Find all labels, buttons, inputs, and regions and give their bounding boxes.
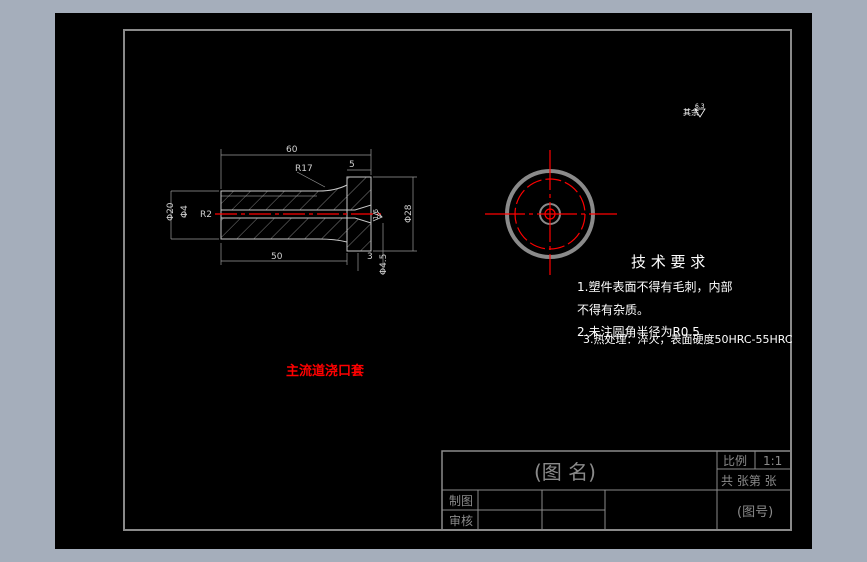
finish-note-text: 其余: [683, 107, 699, 117]
tech-req-heading: 技 术 要 求: [631, 253, 705, 271]
tech-req-line-4: 3.热处理：淬火，表面硬度50HRC-55HRC: [583, 332, 793, 346]
scale-label: 比例: [723, 454, 747, 468]
cad-drawing: 60 R17 5 50 3 Φ20 Φ4 R2 Φ28 Φ4.5 1.6 其余 …: [123, 29, 793, 531]
dim-body-length: 50: [271, 252, 283, 262]
finish-symbol: [694, 108, 706, 118]
dim-bore-dia: Φ4: [180, 205, 190, 218]
sheets-label: 共 张第 张: [721, 474, 777, 488]
drawing-sheet: 60 R17 5 50 3 Φ20 Φ4 R2 Φ28 Φ4.5 1.6 其余 …: [55, 13, 812, 549]
dim-flange-dia: Φ28: [404, 204, 414, 223]
tech-req-line-3: 2.未注圆角半径为R0.5: [577, 324, 700, 339]
title-block-texts: (图 名) 比例 1:1 共 张第 张 制图 审核 (图号): [449, 454, 782, 528]
dim-gap-3: 3: [367, 252, 373, 262]
dim-radius-17: R17: [295, 164, 313, 174]
dim-outer-dia: Φ20: [166, 202, 176, 221]
dim-flange-width: 5: [349, 160, 355, 170]
finish-note-value: 6.3: [695, 103, 705, 110]
tech-req-line-1: 1.塑件表面不得有毛刺，内部: [577, 279, 732, 294]
dim-hole-dia: Φ4.5: [379, 254, 389, 275]
dimension-lines: [170, 149, 417, 275]
dim-total-length: 60: [286, 145, 298, 155]
technical-requirements: 技 术 要 求 1.塑件表面不得有毛刺，内部 不得有杂质。 2.未注圆角半径为R…: [577, 253, 793, 346]
part-name: 主流道浇口套: [286, 363, 365, 379]
tech-req-line-2: 不得有杂质。: [577, 302, 649, 317]
title-block: [441, 450, 792, 531]
drawing-name: (图 名): [534, 460, 596, 484]
drawing-number: (图号): [737, 505, 773, 520]
scale-value: 1:1: [763, 454, 782, 468]
end-view: [485, 150, 617, 275]
checked-by-label: 审核: [449, 513, 473, 528]
surface-finish-note: 其余 6.3: [683, 103, 706, 118]
roughness-symbol-section: [372, 210, 383, 222]
drawn-by-label: 制图: [449, 494, 473, 508]
dim-radius-2: R2: [200, 210, 212, 220]
